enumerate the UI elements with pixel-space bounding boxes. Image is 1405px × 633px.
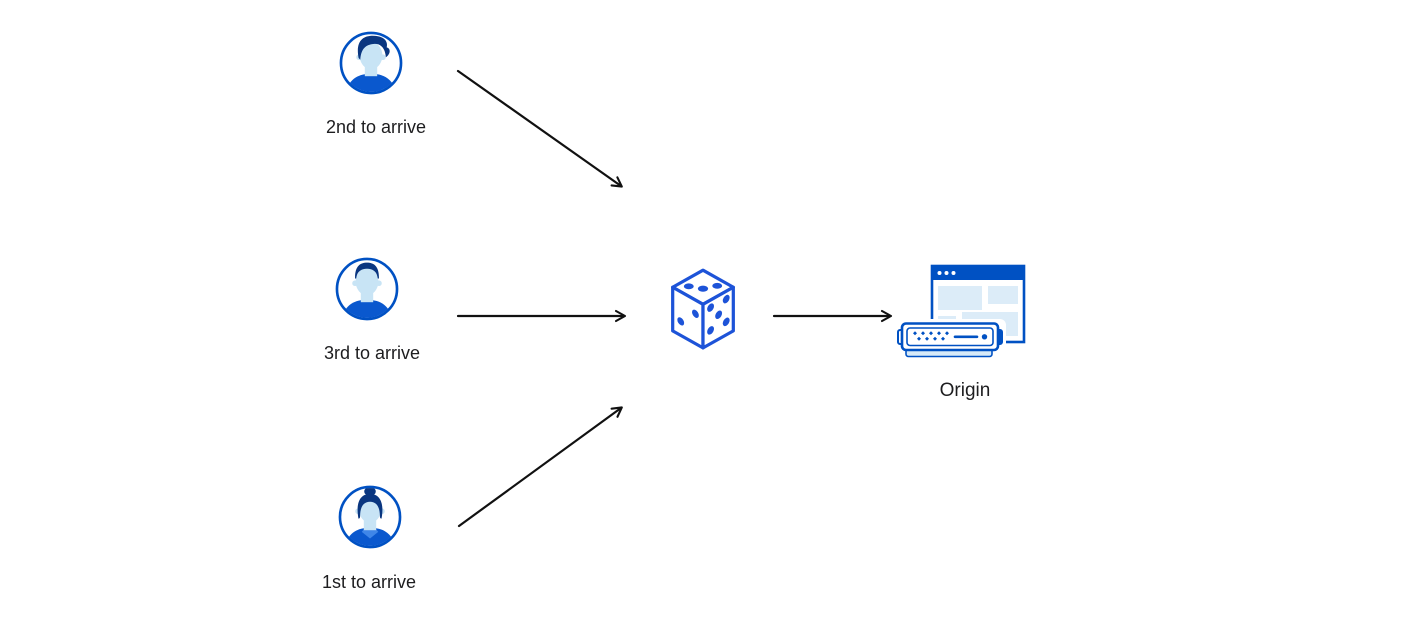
client-3rd-label: 3rd to arrive xyxy=(323,343,421,363)
arrow-client-1st-to-dice xyxy=(457,406,623,528)
client-1st-label: 1st to arrive xyxy=(321,572,417,592)
dice-icon xyxy=(671,268,735,350)
server-dot-pattern xyxy=(913,331,949,341)
client-2nd-label: 2nd to arrive xyxy=(325,117,427,137)
man-swept-hair-avatar-icon xyxy=(339,31,403,95)
browser-window-and-server-icon xyxy=(896,264,1026,359)
woman-bun-hair-avatar-icon xyxy=(338,485,402,549)
man-short-hair-avatar-icon xyxy=(335,257,399,321)
origin-label: Origin xyxy=(939,380,991,401)
arrow-client-2nd-to-dice xyxy=(456,69,623,188)
